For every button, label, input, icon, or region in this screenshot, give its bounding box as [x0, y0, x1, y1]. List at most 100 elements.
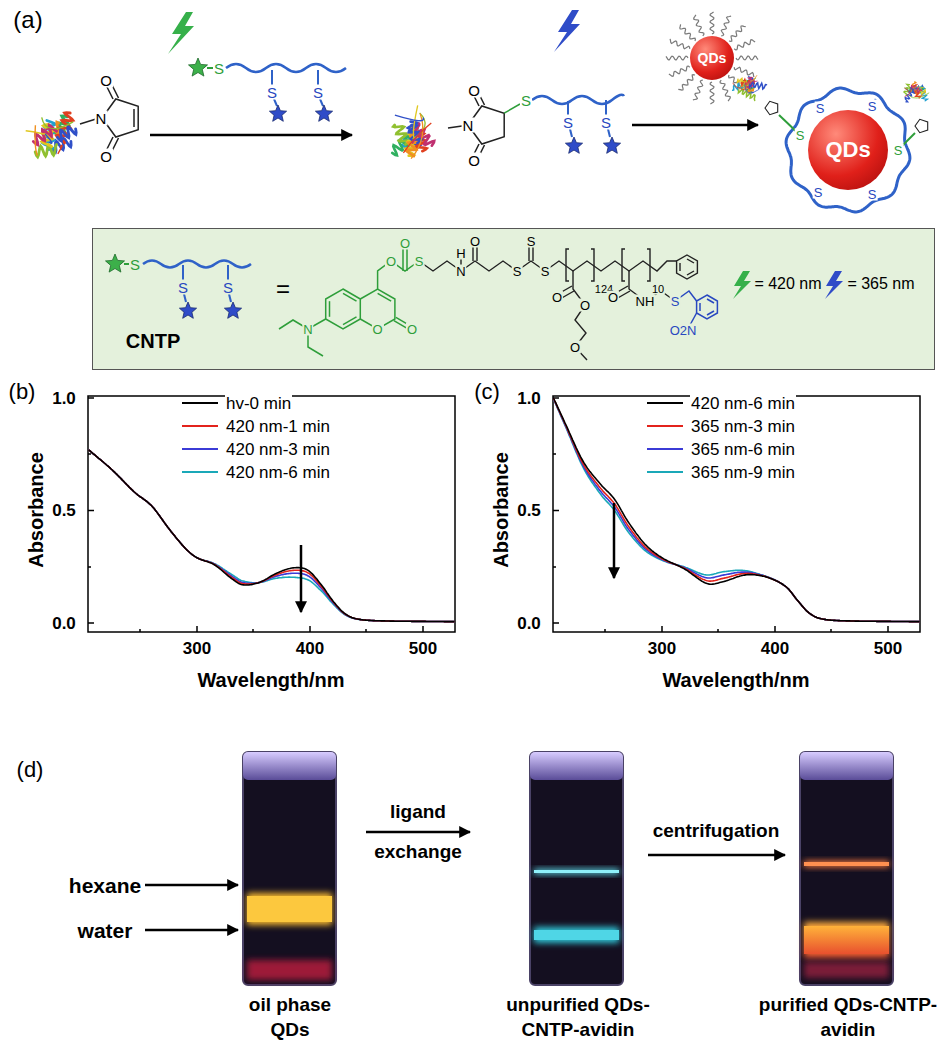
phase-label: hexane — [68, 875, 142, 896]
quantum-dot: QDs — [808, 110, 888, 190]
cntp-polymer — [226, 64, 346, 72]
light-420-bolt — [168, 12, 194, 54]
nitrobenzyl-bonds — [699, 303, 701, 311]
cntp-cartoon — [182, 265, 184, 280]
oleate-ligand — [678, 75, 695, 91]
protein-loop — [395, 115, 424, 121]
cntp-polymer — [207, 64, 346, 106]
protein-loop — [35, 125, 37, 155]
light-365-bolt — [554, 10, 580, 52]
atom-label: S — [670, 295, 681, 308]
atom-label: O — [467, 153, 481, 168]
oleate-ligand — [710, 82, 714, 104]
legend-text: 365 nm-3 min — [690, 418, 796, 435]
cuvette — [530, 752, 623, 985]
light-key: = 365 nm — [846, 276, 915, 292]
protein-loop — [745, 81, 758, 84]
protein-loop — [58, 145, 62, 154]
reaction-arrow — [632, 124, 758, 127]
succinimide-ring — [915, 119, 928, 132]
tick-label: 500 — [873, 640, 903, 657]
atom-label: = — [275, 277, 291, 301]
polymer-bonds — [622, 249, 625, 281]
oleate-ligand — [670, 39, 690, 49]
legend-line — [647, 448, 683, 450]
protein-loop — [905, 88, 910, 97]
protein-loop — [403, 123, 431, 153]
thiol-label: S — [266, 85, 278, 100]
cntp-cartoon — [229, 294, 231, 302]
oleate-ligand — [720, 80, 730, 101]
panel-a-drawing — [26, 10, 930, 212]
qd-label: QDs — [825, 139, 870, 161]
thiol-label: S — [867, 188, 878, 201]
oleate-ligand — [710, 12, 714, 34]
atom-label: S — [177, 280, 189, 295]
cuvette — [243, 752, 336, 780]
atom-label: O — [469, 235, 481, 248]
nitrobenzyl-bonds — [697, 295, 718, 319]
atom-label: NH — [635, 295, 656, 308]
light-365-bolt — [825, 271, 843, 299]
atom-label: N — [95, 111, 108, 126]
atom-label: O — [467, 83, 481, 98]
panel-c-axes — [553, 398, 888, 632]
tick-label: 0.5 — [516, 502, 542, 519]
protein-helix — [749, 82, 766, 89]
cuvette — [247, 893, 332, 925]
legend-text: 365 nm-6 min — [690, 441, 796, 458]
polymer-shell — [786, 88, 910, 212]
cntp-cartoon — [124, 261, 251, 303]
vial-caption: oil phase QDs — [230, 992, 350, 1042]
tick-label: 500 — [408, 640, 438, 657]
panel-letter: (b) — [8, 381, 37, 403]
cntp-cartoon — [184, 294, 186, 302]
atom-label: S — [540, 265, 551, 278]
protein-loop — [909, 84, 918, 93]
panel-letter: (c) — [473, 381, 501, 403]
absorbance-curve — [89, 450, 455, 622]
oleate-ligand — [666, 56, 688, 60]
polymer-name: CNTP — [125, 331, 181, 351]
conjugate-polymer — [567, 101, 569, 115]
tick-label: 0.5 — [51, 502, 77, 519]
axis-title: Absorbance — [26, 451, 46, 569]
atom-label: O — [399, 237, 411, 250]
succinimide-ring — [765, 101, 778, 114]
oleate-ligand — [694, 15, 704, 36]
absorbance-curve — [89, 450, 455, 622]
chromophore-star — [179, 302, 196, 318]
atom-label: 10 — [651, 284, 665, 295]
tick-label: 1.0 — [516, 390, 542, 407]
cntp-structure-box: SSSCNTP=NOOOOSHNOSSS12410OOONHOSO2N= 420… — [92, 228, 935, 370]
protein-loop — [413, 105, 418, 138]
legend-line — [647, 402, 683, 404]
thiol-label: S — [600, 115, 612, 130]
cuvette — [804, 861, 889, 867]
reaction-arrow — [150, 134, 352, 137]
oleate-ligand — [729, 26, 746, 42]
pointer-arrow — [145, 929, 238, 932]
tick-label: 400 — [760, 640, 790, 657]
coumarin-bonds — [329, 301, 331, 317]
coumarin-bonds — [343, 317, 357, 325]
atom-label: S — [414, 255, 425, 268]
atom-label: O — [385, 255, 397, 268]
polymer-bonds — [419, 243, 697, 360]
protein-loop — [745, 85, 758, 94]
panel-c-axes — [553, 396, 920, 632]
vial-caption: unpurified QDs-CNTP-avidin — [483, 992, 673, 1042]
thiol-label: S — [867, 100, 878, 113]
axis-title: Absorbance — [491, 451, 511, 569]
cuvette — [247, 960, 332, 980]
absorbance-curve — [554, 399, 920, 621]
protein-loop — [42, 117, 73, 128]
atom-label: S — [222, 280, 234, 295]
protein-loop — [45, 134, 52, 143]
oleate-ligand — [734, 67, 754, 77]
cuvette — [804, 926, 889, 954]
oleate-ligand — [734, 40, 755, 50]
cuvette — [530, 752, 623, 780]
atom-label: O — [551, 291, 563, 304]
